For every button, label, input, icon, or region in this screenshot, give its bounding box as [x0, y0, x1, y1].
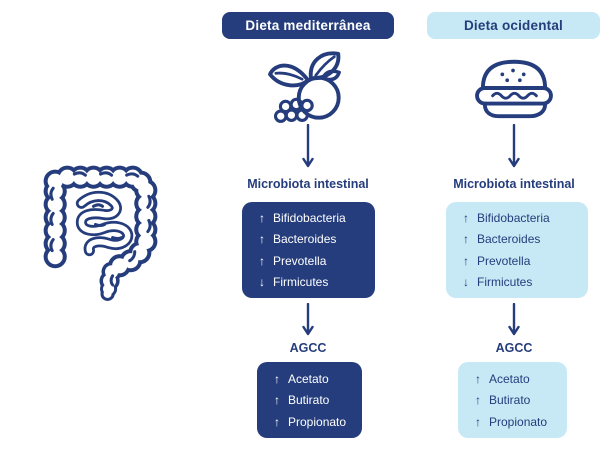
microbiota-item: ↑ Prevotella: [259, 254, 375, 268]
microbiota-item: ↑ Bacteroides: [259, 232, 375, 246]
microbiota-item: ↑ Bifidobacteria: [259, 211, 375, 225]
agcc-item: ↑ Propionato: [475, 415, 567, 429]
trend-arrow: ↓: [259, 275, 265, 290]
fruit-leaves-icon: [263, 48, 353, 124]
acid-label: Acetato: [288, 371, 329, 386]
taxon-label: Firmicutes: [273, 275, 329, 290]
taxon-label: Prevotella: [477, 253, 531, 268]
diet-header-ocidental: Dieta ocidental: [427, 12, 600, 39]
trend-arrow: ↑: [475, 414, 481, 429]
acid-label: Butirato: [288, 393, 330, 407]
agcc-item: ↑ Butirato: [274, 393, 362, 407]
diet-header-mediterranean: Dieta mediterrânea: [222, 12, 394, 39]
trend-arrow: ↑: [274, 371, 280, 386]
agcc-item: ↑ Acetato: [475, 372, 567, 386]
microbiota-item: ↓ Firmicutes: [463, 275, 588, 289]
agcc-title: AGCC: [289, 341, 327, 355]
fruit-leaves-icon-svg: [268, 51, 341, 123]
agcc-box-ocidental: ↑ Acetato ↑ Butirato ↑ Propionato: [458, 362, 567, 438]
down-arrow-icon: [508, 124, 520, 169]
agcc-item: ↑ Butirato: [475, 393, 567, 407]
agcc-item: ↑ Acetato: [274, 372, 362, 386]
agcc-box-mediterranean: ↑ Acetato ↑ Butirato ↑ Propionato: [257, 362, 362, 438]
taxon-label: Prevotella: [273, 253, 327, 268]
trend-arrow: ↑: [259, 253, 265, 268]
intestine-icon-svg: [43, 165, 158, 301]
acid-label: Propionato: [288, 414, 347, 429]
trend-arrow: ↑: [475, 371, 481, 386]
microbiota-title: Microbiota intestinal: [247, 177, 369, 191]
microbiota-box-ocidental: ↑ Bifidobacteria ↑ Bacteroides ↑ Prevotella…: [446, 202, 588, 298]
trend-arrow: ↑: [274, 393, 280, 407]
trend-arrow: ↑: [259, 232, 265, 247]
trend-arrow: ↑: [463, 210, 469, 225]
taxon-label: Bacteroides: [273, 232, 337, 247]
microbiota-item: ↓ Firmicutes: [259, 275, 375, 289]
down-arrow-icon: [302, 124, 314, 169]
microbiota-box-mediterranean: ↑ Bifidobacteria ↑ Bacteroides ↑ Prevotella…: [242, 202, 375, 298]
microbiota-item: ↑ Bacteroides: [463, 232, 588, 246]
down-arrow-icon: [508, 303, 520, 337]
taxon-label: Bifidobacteria: [273, 210, 346, 225]
burger-icon-svg: [475, 59, 553, 119]
acid-label: Acetato: [489, 371, 530, 386]
microbiota-title: Microbiota intestinal: [453, 177, 575, 191]
microbiota-item: ↑ Prevotella: [463, 254, 588, 268]
down-arrow-icon: [302, 303, 314, 337]
trend-arrow: ↓: [463, 275, 469, 290]
trend-arrow: ↑: [463, 253, 469, 268]
burger-icon: [469, 53, 559, 123]
intestine-icon: [33, 154, 166, 303]
taxon-label: Firmicutes: [477, 275, 533, 290]
acid-label: Butirato: [489, 393, 531, 407]
trend-arrow: ↑: [259, 210, 265, 225]
trend-arrow: ↑: [274, 414, 280, 429]
taxon-label: Bacteroides: [477, 232, 541, 247]
trend-arrow: ↑: [475, 393, 481, 407]
trend-arrow: ↑: [463, 232, 469, 247]
acid-label: Propionato: [489, 414, 548, 429]
agcc-title: AGCC: [495, 341, 533, 355]
microbiota-item: ↑ Bifidobacteria: [463, 211, 588, 225]
taxon-label: Bifidobacteria: [477, 210, 550, 225]
agcc-item: ↑ Propionato: [274, 415, 362, 429]
